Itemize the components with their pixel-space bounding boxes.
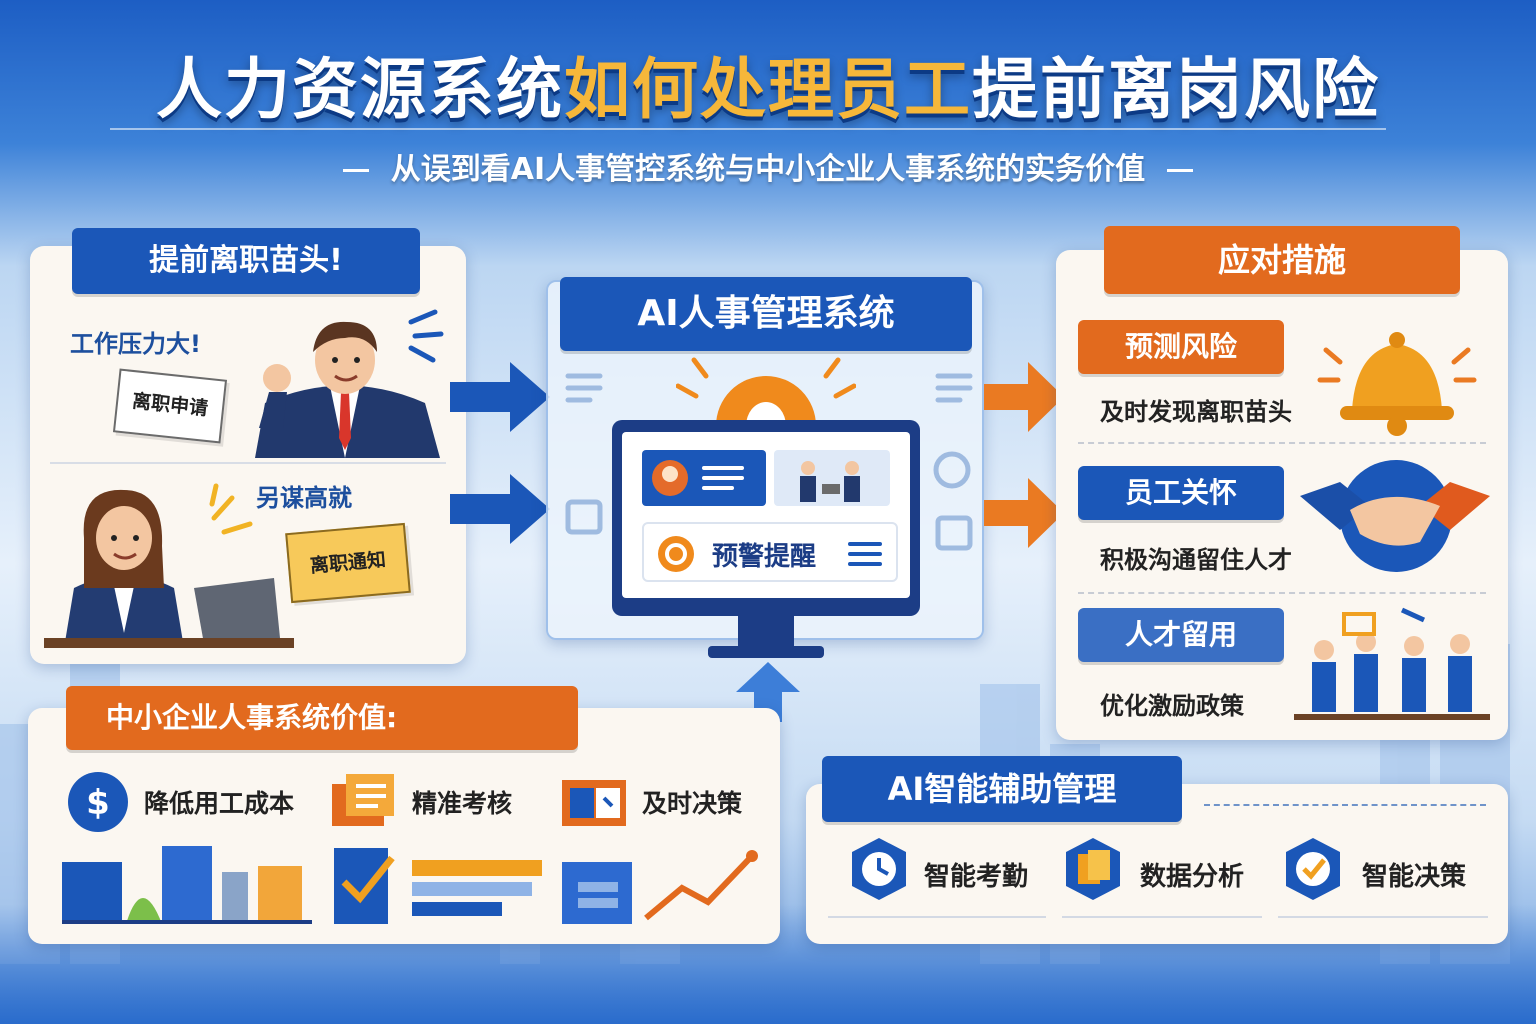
value-item-3: 及时决策 xyxy=(556,770,776,830)
title-highlight: 如何处理员工 xyxy=(564,51,972,128)
solution-item-desc-1: 及时发现离职苗头 xyxy=(1100,398,1292,426)
case2-note: 离职通知 xyxy=(285,522,411,604)
check-badge-icon xyxy=(1286,838,1340,900)
value-item-label-2: 精准考核 xyxy=(412,789,513,818)
arrow-right-icon xyxy=(450,362,550,432)
case1-note: 离职申请 xyxy=(112,368,228,444)
businesswoman-icon xyxy=(44,483,294,648)
document-icon xyxy=(332,774,394,826)
files-icon xyxy=(1066,838,1120,900)
solution-item-tag-1: 预测风险 xyxy=(1078,320,1284,374)
case1-label: 工作压力大! xyxy=(70,330,201,358)
solution-tag: 应对措施 xyxy=(1104,226,1460,294)
subtitle-dash-left xyxy=(342,169,369,172)
value-panel: 中小企业人事系统价值: $ 降低用工成本 精准考核 及时决策 xyxy=(28,686,780,944)
solution-item-tag-2: 员工关怀 xyxy=(1078,466,1284,520)
risk-divider xyxy=(50,462,446,464)
screen-meeting-image xyxy=(774,450,890,506)
case2-label: 另谋高就 xyxy=(256,484,352,512)
solution-panel: 应对措施 预测风险 及时发现离职苗头 员工关怀 积极沟通留住人才 人才留用 优化… xyxy=(1056,226,1508,740)
menu-lines-icon xyxy=(848,542,882,566)
team-icon xyxy=(1294,607,1490,720)
monitor: 预警提醒 xyxy=(612,420,920,616)
ai-item-label-1: 智能考勤 xyxy=(924,862,1029,892)
monitor-base xyxy=(708,646,824,658)
alert-bulb-icon xyxy=(676,357,856,426)
ai-separator-2 xyxy=(1062,916,1262,918)
ai-tag: AI智能辅助管理 xyxy=(822,756,1182,822)
bell-icon xyxy=(1317,332,1477,436)
subtitle-dash-right xyxy=(1167,169,1194,172)
growth-chart-illustration xyxy=(562,850,758,924)
side-icons-left xyxy=(565,373,603,535)
screen-user-card xyxy=(642,450,766,506)
user-list-icon xyxy=(652,460,744,496)
ai-item-1: 智能考勤 xyxy=(846,836,1046,916)
solution-item-tag-3: 人才留用 xyxy=(1078,608,1284,662)
ai-panel: AI智能辅助管理 智能考勤 数据分析 智能决策 xyxy=(806,756,1508,944)
ai-item-3: 智能决策 xyxy=(1280,836,1500,916)
ai-item-2: 数据分析 xyxy=(1060,836,1260,916)
arrow-up-icon xyxy=(736,662,800,722)
value-item-label-1: 降低用工成本 xyxy=(144,789,295,818)
dollar-icon: $ xyxy=(68,772,128,832)
side-icons-right xyxy=(933,373,973,551)
subtitle-row: 从误到看AI人事管控系统与中小企业人事系统的实务价值 xyxy=(0,144,1536,188)
ai-separator-1 xyxy=(828,916,1046,918)
risk-panel: 提前离职苗头! 工作压力大! 离职申请 另谋高就 离职通知 xyxy=(30,228,466,664)
screen-alert-row: 预警提醒 xyxy=(642,522,898,582)
monitor-screen: 预警提醒 xyxy=(622,432,910,598)
title-underline xyxy=(110,128,1386,130)
alert-circle-icon xyxy=(658,536,694,572)
handshake-icon xyxy=(1300,460,1490,572)
value-tag: 中小企业人事系统价值: xyxy=(66,686,578,750)
center-tag: AI人事管理系统 xyxy=(560,277,972,351)
header: 人力资源系统如何处理员工提前离岗风险 从误到看AI人事管控系统与中小企业人事系统… xyxy=(0,0,1536,220)
value-item-1: $ 降低用工成本 xyxy=(66,770,306,832)
arrow-right-orange-icon xyxy=(984,362,1064,432)
arrow-right-orange-icon xyxy=(984,478,1064,548)
buildings-illustration xyxy=(62,846,312,924)
ai-tag-dashed-line xyxy=(1204,804,1486,806)
calendar-icon xyxy=(562,780,626,826)
svg-text:$: $ xyxy=(86,783,110,823)
risk-tag: 提前离职苗头! xyxy=(72,228,420,294)
value-item-label-3: 及时决策 xyxy=(642,789,743,818)
monitor-stand xyxy=(738,610,794,650)
subtitle: 从误到看AI人事管控系统与中小企业人事系统的实务价值 xyxy=(390,152,1146,187)
ai-separator-3 xyxy=(1278,916,1488,918)
solution-divider-2 xyxy=(1078,592,1486,594)
value-item-2: 精准考核 xyxy=(328,770,548,830)
solution-divider-1 xyxy=(1078,442,1486,444)
solution-item-desc-2: 积极沟通留住人才 xyxy=(1100,546,1292,574)
ai-item-label-2: 数据分析 xyxy=(1140,862,1245,892)
checklist-illustration xyxy=(334,848,542,924)
title-part1: 人力资源系统 xyxy=(156,51,564,128)
clock-icon xyxy=(852,838,906,900)
screen-text: 预警提醒 xyxy=(712,542,817,572)
page-title: 人力资源系统如何处理员工提前离岗风险 xyxy=(0,36,1536,132)
value-illustrations xyxy=(62,846,758,924)
ai-item-label-3: 智能决策 xyxy=(1362,862,1467,892)
solution-item-desc-3: 优化激励政策 xyxy=(1100,692,1244,720)
arrow-right-icon xyxy=(450,474,550,544)
title-part2: 提前离岗风险 xyxy=(972,51,1380,128)
businessman-icon xyxy=(255,309,444,458)
meeting-icon xyxy=(800,461,860,502)
